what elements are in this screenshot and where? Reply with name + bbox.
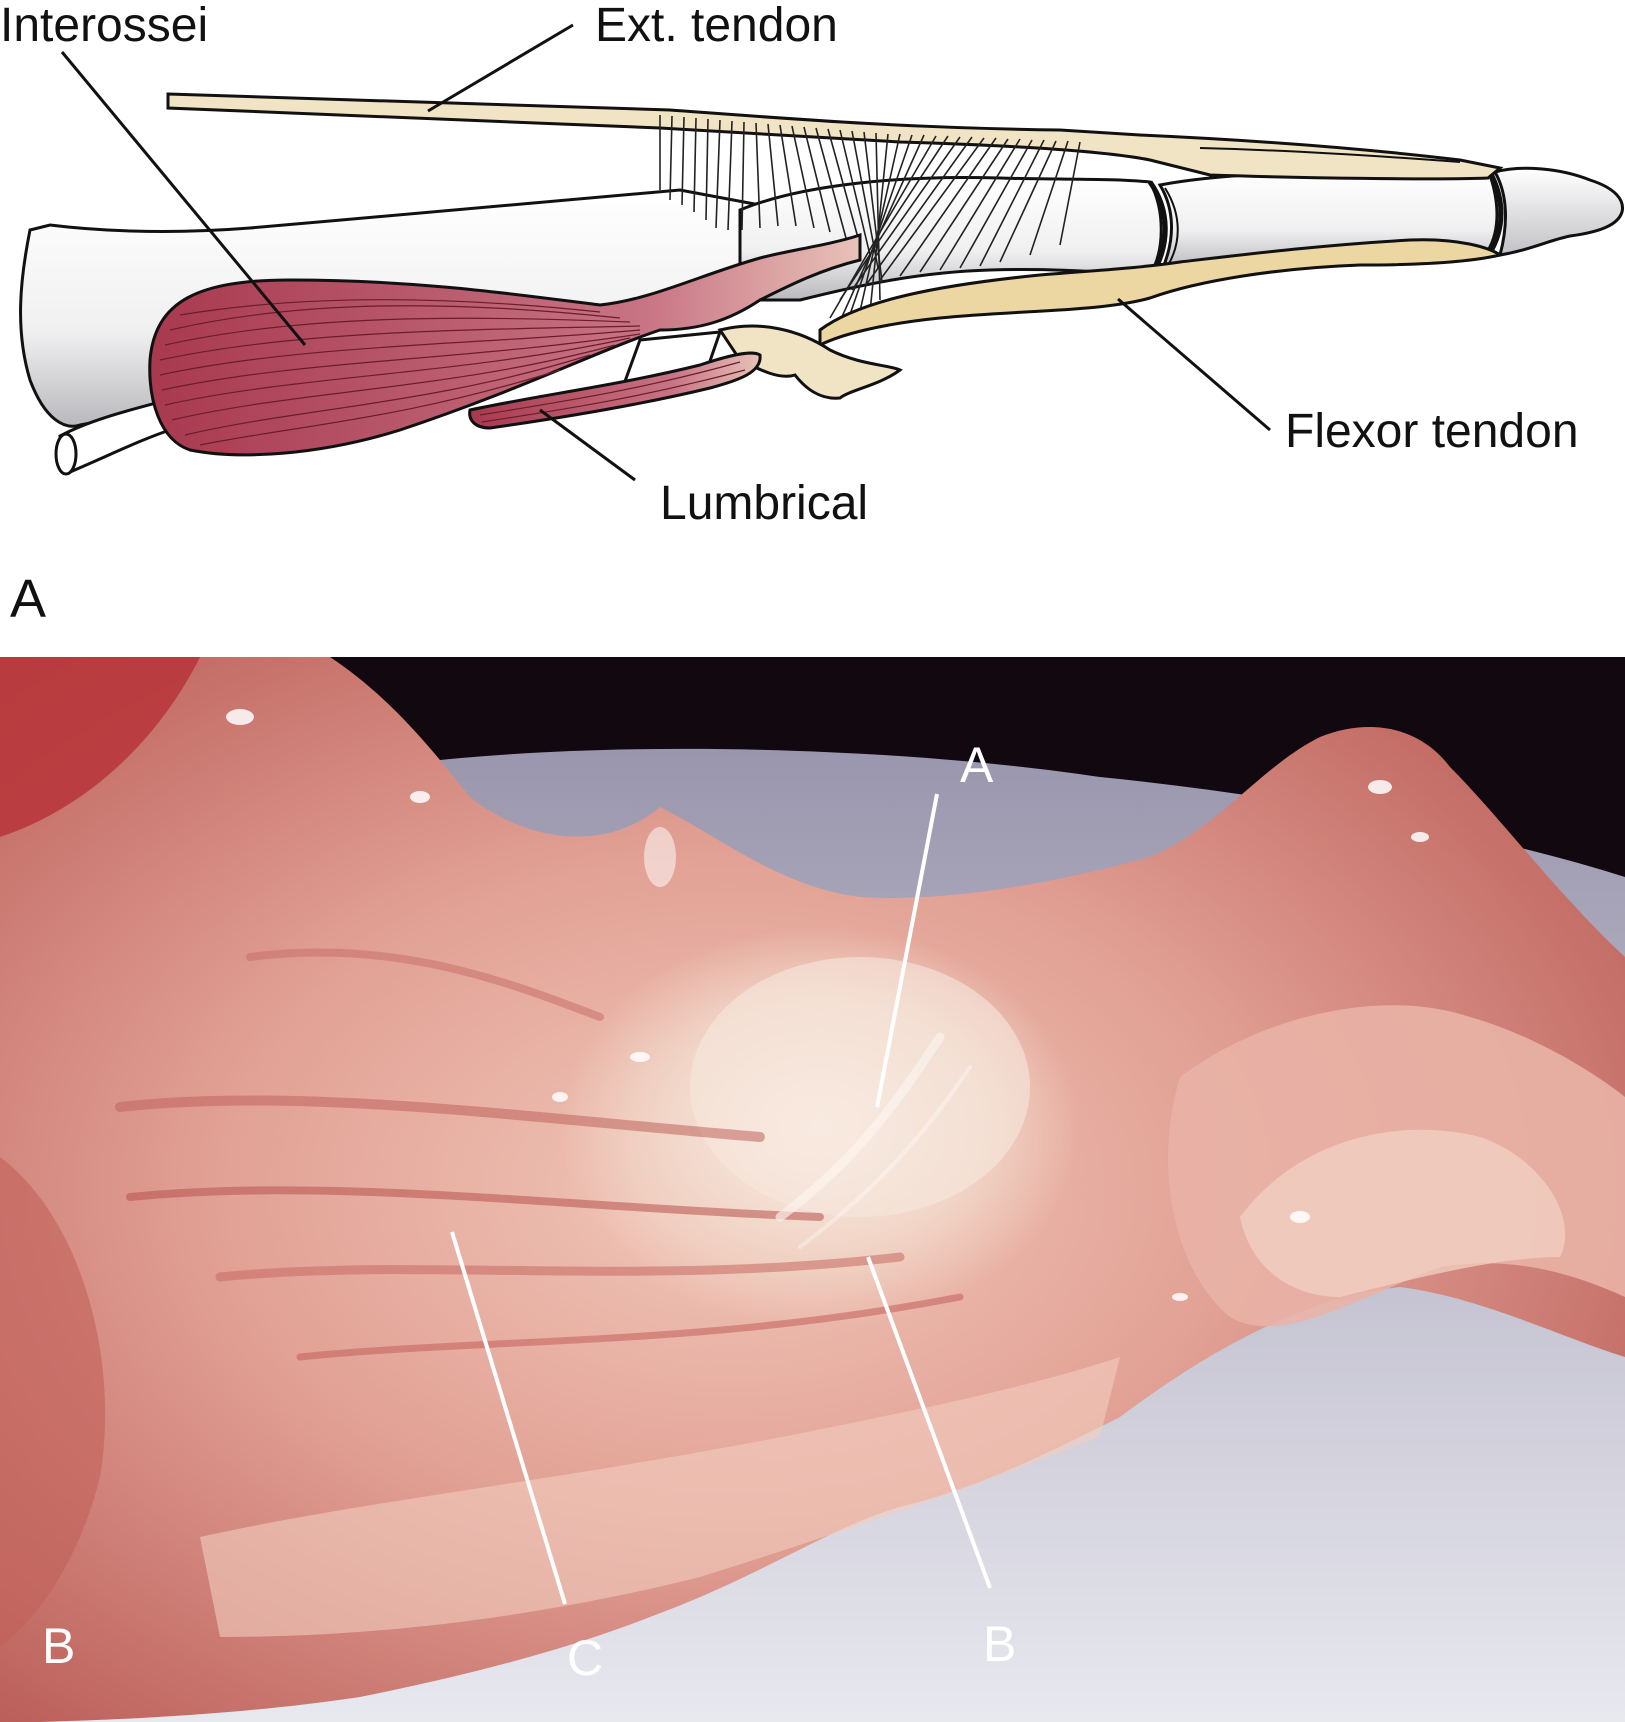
- finger-anatomy-drawing: [19, 23, 1625, 482]
- proximal-phalanx-bone: [738, 175, 1163, 302]
- label-flexor-tendon: Flexor tendon: [1285, 405, 1579, 458]
- panel-b-letter: B: [42, 1618, 76, 1674]
- leader-c: [450, 1231, 567, 1605]
- leader-flexor-tendon: [1117, 297, 1271, 432]
- label-interossei: Interossei: [0, 0, 209, 52]
- lateral-band-fibers: [659, 115, 1081, 331]
- lumbrical-muscle: [468, 351, 762, 430]
- leader-ext-tendon: [427, 23, 574, 113]
- flexor-tendon: [818, 238, 1504, 348]
- label-lumbrical: Lumbrical: [660, 477, 869, 530]
- distal-phalanx-bone: [1492, 166, 1625, 257]
- panel-a-letter: A: [10, 569, 47, 629]
- panel-b-leader-lines: [450, 793, 992, 1605]
- dissection-photo-rendering: [0, 657, 1625, 1722]
- photo-label-c: C: [567, 1630, 604, 1686]
- leader-b: [866, 1256, 992, 1589]
- interosseous-tendon-insertion: [717, 324, 903, 400]
- panel-a-anatomical-drawing: Interossei Ext. tendon Flexor tendon Lum…: [0, 0, 1625, 655]
- photo-label-a: A: [960, 737, 994, 793]
- leader-interossei: [60, 51, 307, 346]
- photo-label-b: B: [983, 1616, 1017, 1672]
- label-ext-tendon: Ext. tendon: [595, 0, 838, 52]
- leader-lumbrical: [539, 408, 636, 482]
- panel-b-dissection-photo: A B C B: [0, 657, 1625, 1722]
- panel-a-leader-lines: [60, 23, 1271, 482]
- leader-a: [875, 793, 939, 1108]
- extensor-tendon: [166, 92, 1504, 181]
- interossei-muscle: [148, 232, 862, 457]
